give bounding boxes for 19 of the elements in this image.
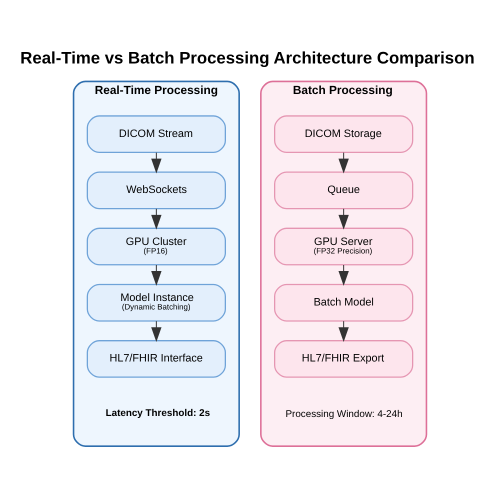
arrow xyxy=(338,264,349,286)
node-box: GPU Server (FP32 Precision) xyxy=(274,227,414,265)
node-box: HL7/FHIR Interface xyxy=(86,340,226,378)
node-box: HL7/FHIR Export xyxy=(274,340,414,378)
node-box: Model Instance (Dynamic Batching) xyxy=(86,283,226,322)
node-box: DICOM Stream xyxy=(86,114,226,153)
arrow xyxy=(151,320,162,342)
node-box: Batch Model xyxy=(274,283,414,322)
arrow xyxy=(151,152,162,173)
node-box: Queue xyxy=(274,171,414,209)
diagram-title: Real-Time vs Batch Processing Architecture Comparison xyxy=(20,48,475,67)
arrow xyxy=(338,320,349,342)
node-box: DICOM Storage xyxy=(274,114,414,153)
arrow xyxy=(338,208,349,230)
node-box: GPU Cluster (FP16) xyxy=(86,227,226,265)
arrow xyxy=(151,208,162,230)
arrow xyxy=(151,264,162,286)
node-box: WebSockets xyxy=(86,171,226,209)
arrow xyxy=(338,152,349,173)
